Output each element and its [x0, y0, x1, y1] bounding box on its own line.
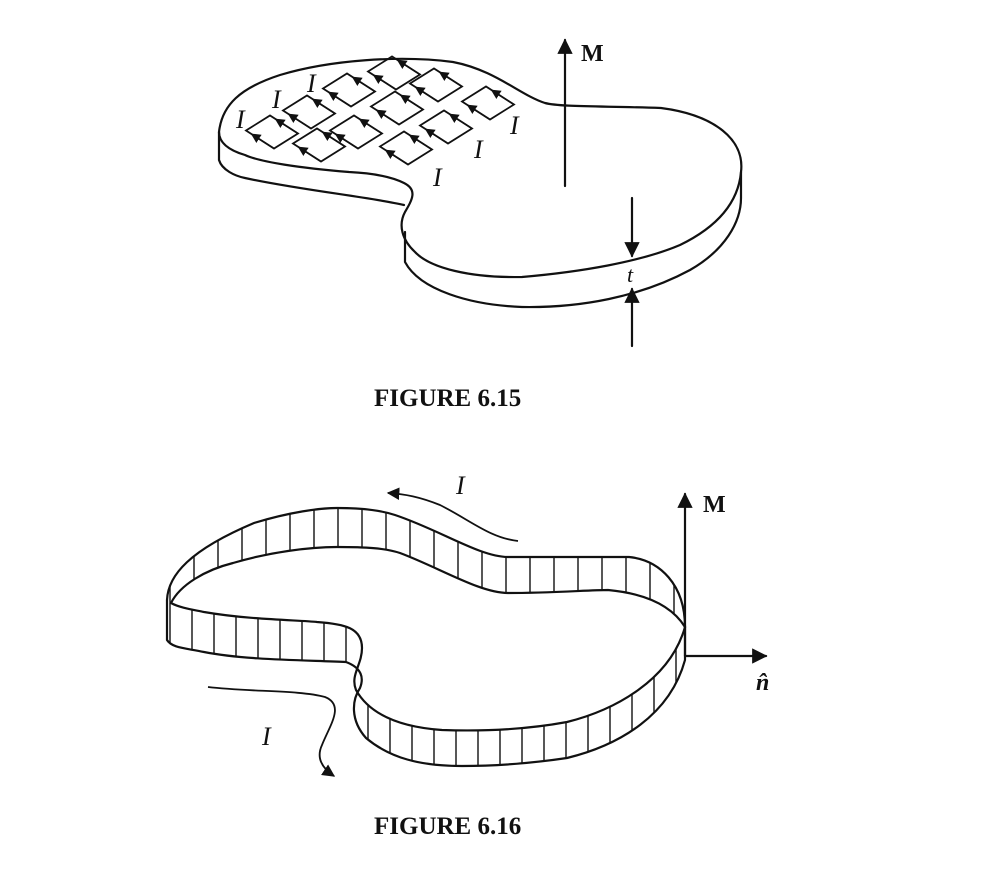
- figure-caption: FIGURE 6.16: [374, 813, 522, 840]
- loop-current-arrow: [250, 133, 275, 150]
- ribbon-front-bottom-edge: [165, 598, 687, 768]
- surface-current-ribbon: [165, 506, 687, 768]
- current-loop: [418, 109, 474, 145]
- current-label: I: [271, 85, 282, 114]
- current-loop: [369, 90, 425, 126]
- loop-current-arrow: [334, 133, 359, 150]
- current-labels: I I I I I I: [235, 69, 520, 192]
- loop-current-arrow: [297, 146, 322, 163]
- ribbon-back-hatching: [169, 508, 675, 627]
- loop-current-arrow: [424, 128, 449, 145]
- loop-current-arrow: [327, 91, 352, 108]
- loop-current-arrow: [466, 104, 491, 121]
- loop-current-arrow: [274, 118, 299, 135]
- normal-vector-label: n̂: [756, 670, 769, 696]
- magnetization-label: M: [581, 41, 604, 67]
- magnetization-label: M: [703, 492, 726, 518]
- current-label: I: [306, 69, 317, 98]
- current-arrow-top: [386, 487, 519, 542]
- current-label: I: [509, 111, 520, 140]
- current-label: I: [473, 135, 484, 164]
- current-loop: [460, 85, 516, 121]
- current-loop: [378, 130, 434, 166]
- loop-current-arrow: [414, 86, 439, 103]
- figure-caption: FIGURE 6.15: [374, 385, 522, 412]
- current-arrow-bottom: [207, 686, 336, 777]
- slab-top-surface: [217, 57, 743, 279]
- ribbon-back-bottom-edge: [169, 545, 687, 629]
- loop-current-arrow: [408, 134, 433, 151]
- current-loop: [328, 114, 384, 150]
- loop-current-arrow: [311, 98, 336, 115]
- current-loop: [244, 114, 300, 150]
- current-loop: [281, 94, 337, 130]
- current-loop: [291, 127, 347, 163]
- magnetized-slab: [217, 57, 743, 309]
- current-label-top: I: [455, 471, 466, 500]
- loop-current-arrow: [351, 76, 376, 93]
- ribbon-back-top-edge: [165, 506, 687, 629]
- loop-current-arrow: [384, 149, 409, 166]
- loop-current-arrow: [448, 113, 473, 130]
- current-loops: [244, 55, 516, 166]
- current-label: I: [432, 163, 443, 192]
- ribbon-front-hatching: [169, 600, 677, 766]
- loop-current-arrow: [399, 94, 424, 111]
- loop-current-arrow: [372, 74, 397, 91]
- current-loop: [321, 72, 377, 108]
- loop-current-arrow: [438, 71, 463, 88]
- loop-current-arrow: [490, 89, 515, 106]
- slab-front-edge: [403, 170, 743, 309]
- slab-left-edge: [217, 130, 406, 207]
- loop-current-arrow: [375, 109, 400, 126]
- thickness-label: t: [627, 262, 634, 287]
- ribbon-front-top-edge: [169, 601, 687, 732]
- loop-current-arrow: [321, 131, 346, 148]
- current-label: I: [235, 105, 246, 134]
- loop-current-arrow: [287, 113, 312, 130]
- loop-current-arrow: [396, 59, 421, 76]
- current-label-bottom: I: [261, 722, 272, 751]
- loop-current-arrow: [358, 118, 383, 135]
